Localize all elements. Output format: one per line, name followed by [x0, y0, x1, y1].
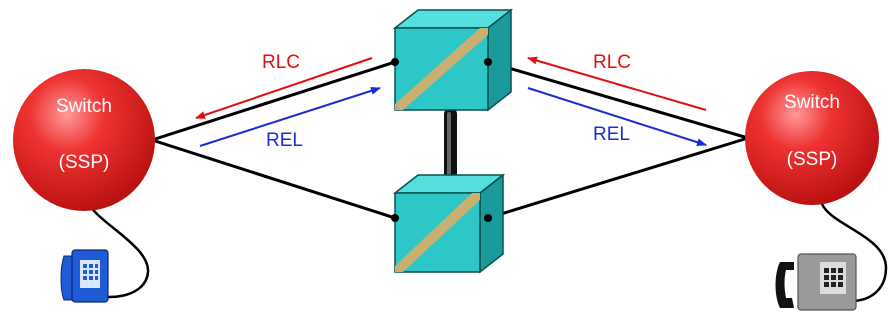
link-left-to-upper-stp — [151, 60, 396, 142]
label-left-rel: REL — [266, 130, 303, 151]
stp-cube-lower — [391, 173, 506, 274]
switch-right-line2: (SSP) — [787, 149, 838, 170]
stp-interconnect — [444, 108, 457, 184]
arrow-right-rel — [527, 87, 707, 147]
telephone-icon-left — [60, 249, 109, 303]
switch-left: Switch (SSP) — [13, 69, 155, 211]
label-right-rel: REL — [593, 124, 630, 145]
switch-sphere-left — [13, 69, 155, 211]
arrow-left-rel — [199, 86, 381, 147]
switch-sphere-right — [745, 71, 879, 205]
switch-right: Switch (SSP) — [745, 71, 879, 205]
link-upper-stp-to-right — [487, 60, 749, 140]
label-left-rlc: RLC — [262, 52, 300, 73]
switch-right-line1: Switch — [784, 92, 840, 113]
switch-left-line1: Switch — [56, 96, 112, 117]
link-left-to-lower-stp — [151, 138, 396, 220]
arrow-left-rlc — [195, 57, 373, 119]
message-arrows — [195, 56, 707, 147]
link-lower-stp-to-right — [487, 136, 749, 220]
signaling-links — [151, 60, 749, 220]
label-right-rlc: RLC — [593, 52, 631, 73]
telephone-icon-right — [775, 253, 857, 311]
switch-left-line2: (SSP) — [59, 152, 110, 173]
arrow-right-rlc — [527, 56, 707, 111]
stp-cube-upper — [391, 8, 514, 112]
phone-cord-right — [820, 203, 888, 303]
